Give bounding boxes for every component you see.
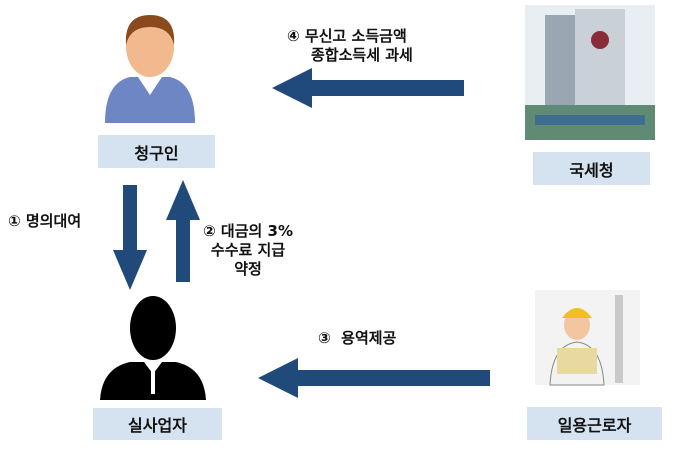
silhouette-icon xyxy=(100,296,206,400)
nts-label: 국세청 xyxy=(533,152,650,185)
step3-text: ③ 용역제공 xyxy=(318,329,397,347)
day-laborer-label: 일용근로자 xyxy=(527,407,662,440)
step2-line3: 약정 xyxy=(234,260,262,278)
arrow-left-step3 xyxy=(258,358,490,398)
step4-text: ④ 무신고 소득금액 종합소득세 과세 xyxy=(287,27,413,65)
actual-operator-label: 실사업자 xyxy=(93,408,222,440)
arrow-up-step2 xyxy=(166,180,200,282)
step4-line1: ④ 무신고 소득금액 xyxy=(287,27,407,45)
step2-line1: ② 대금의 3% xyxy=(203,222,294,240)
person-icon xyxy=(105,15,195,123)
building-icon xyxy=(525,5,655,140)
worker-icon xyxy=(535,290,640,386)
step1-text: ① 명의대여 xyxy=(8,212,82,230)
claimant-label: 청구인 xyxy=(98,135,215,168)
arrow-left-step4 xyxy=(272,68,464,108)
arrow-down-step1 xyxy=(113,185,147,290)
step2-text: ② 대금의 3% 수수료 지급 약정 xyxy=(203,222,293,279)
step4-line2: 종합소득세 과세 xyxy=(311,46,413,64)
step2-line2: 수수료 지급 xyxy=(210,241,286,259)
